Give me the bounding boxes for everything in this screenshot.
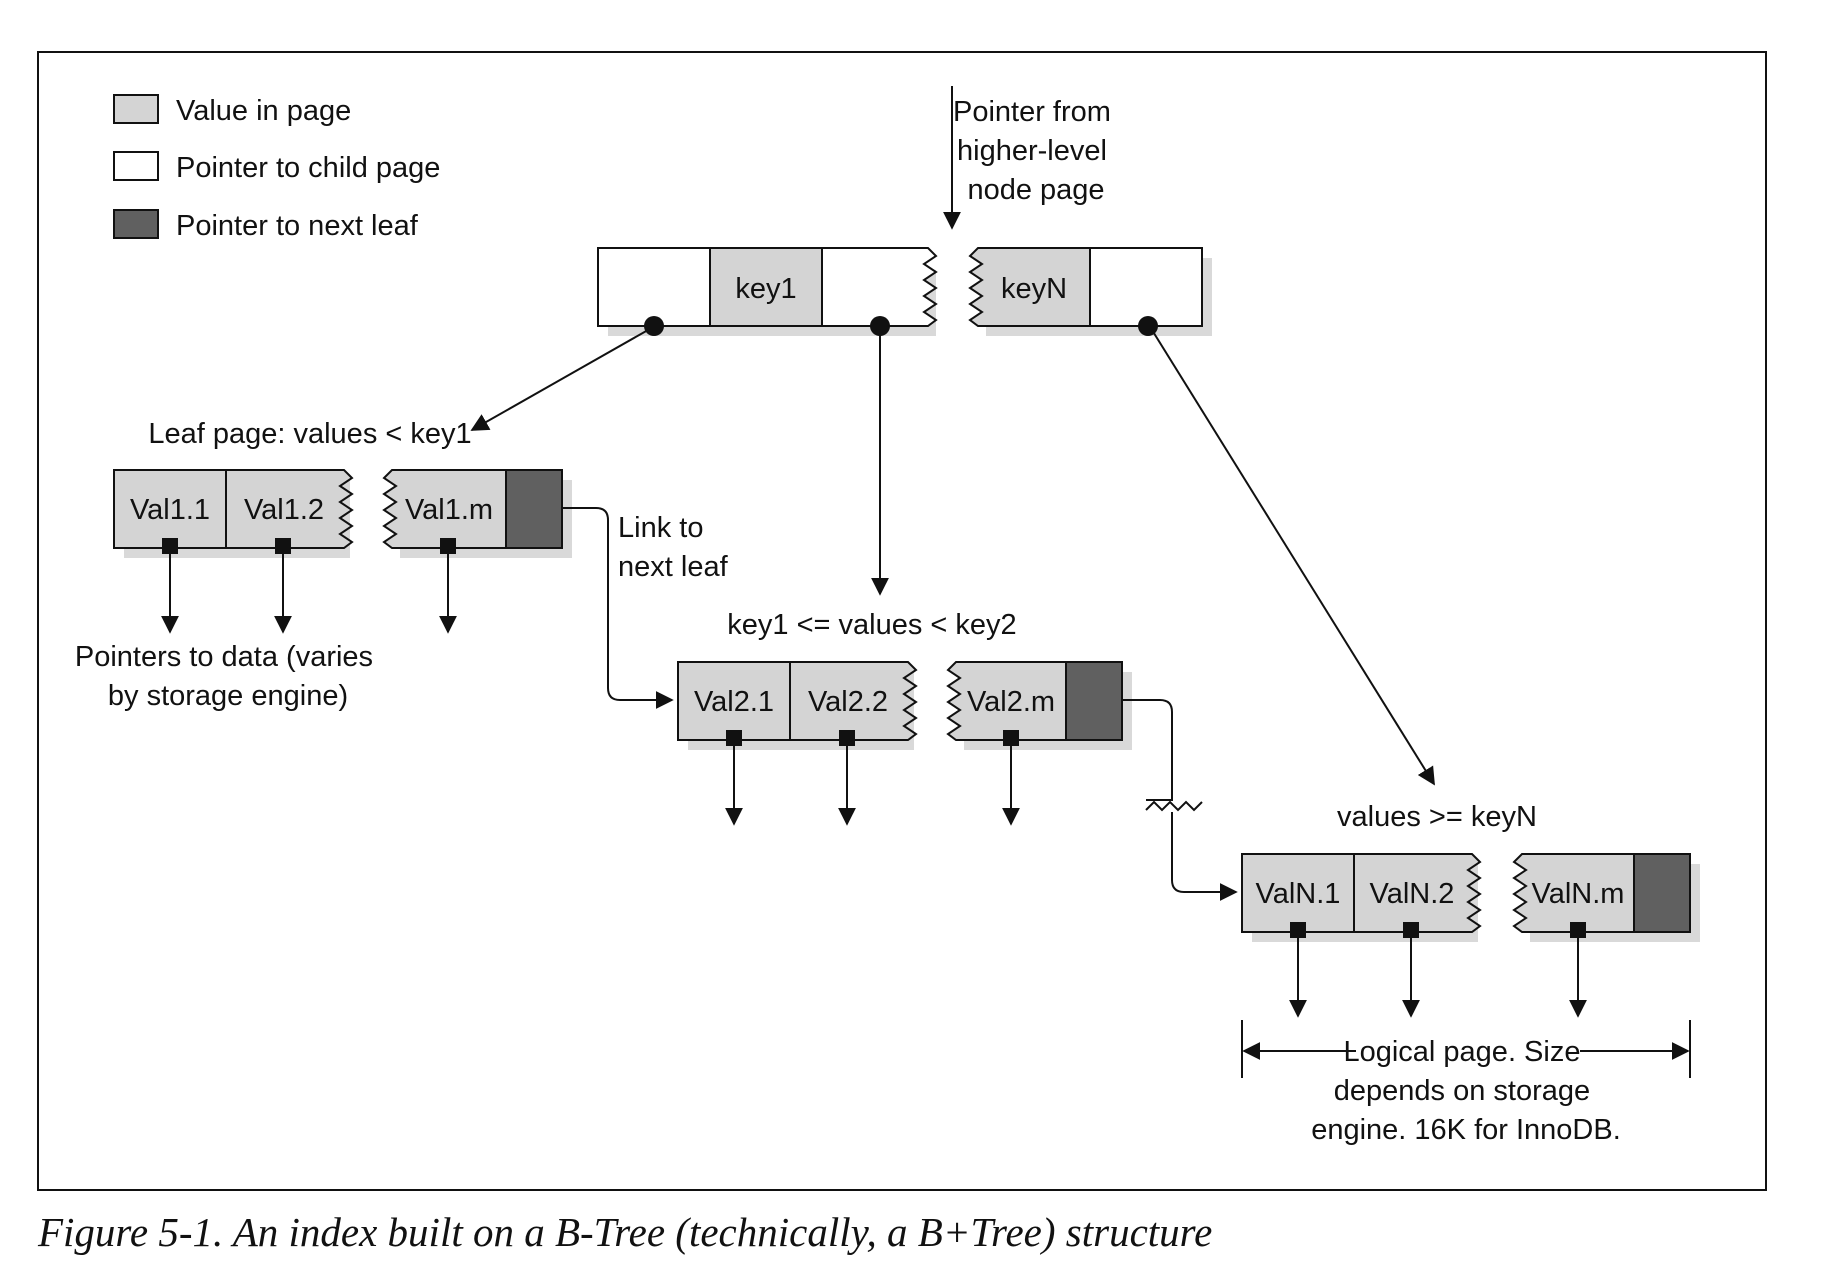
root-pointer-cell-1 [597, 247, 711, 327]
leafN-val-2: ValN.2 [1370, 878, 1455, 910]
leaf1-data-pointer-m [440, 538, 456, 554]
figure-caption: Figure 5-1. An index built on a B-Tree (… [38, 1209, 1213, 1255]
link-break-mask [1140, 790, 1160, 798]
leafN-data-pointer-2 [1403, 922, 1419, 938]
arrow-to-leaf1 [470, 329, 649, 431]
leafN-val-m: ValN.m [1532, 878, 1625, 910]
leaf1-data-pointer-2 [275, 538, 291, 554]
root-key1-label: key1 [735, 273, 796, 305]
leaf1-right: Val1.m [382, 469, 572, 558]
leaf2-data-pointer-2 [839, 730, 855, 746]
leaf2-val-2: Val2.2 [808, 686, 888, 718]
root-node-right: keyN [968, 247, 1212, 336]
leafN-cell-2 [1353, 853, 1482, 933]
leaf1-cell-m [382, 469, 507, 549]
leaf2-to-leafN-link [1122, 699, 1236, 892]
root-keyN-label: keyN [1001, 273, 1067, 305]
legend-label-pointer-child: Pointer to child page [176, 152, 440, 184]
legend-swatch-value [113, 94, 159, 124]
legend-swatch-next-leaf [113, 209, 159, 239]
root-pointer-dot-1 [644, 316, 664, 336]
leaf1-left: Val1.1 Val1.2 [113, 469, 354, 558]
leaf2-cell-2 [789, 661, 918, 741]
leaf1-cell-2 [225, 469, 354, 549]
leafN-left: ValN.1 ValN.2 [1241, 853, 1482, 942]
leaf2-title: key1 <= values < key2 [727, 609, 1016, 641]
leaf2-data-pointer-m [1003, 730, 1019, 746]
leaf1-to-leaf2-link [562, 507, 674, 709]
leafN-data-pointer-1 [1290, 922, 1306, 938]
root-pointer-cell-2 [821, 247, 938, 327]
leaf2-cell-m [946, 661, 1067, 741]
root-keyN-cell [968, 247, 1091, 327]
leaf1-cell-1 [113, 469, 227, 549]
leafN-cell-m [1512, 853, 1635, 933]
leaf2-cell-1 [677, 661, 791, 741]
root-pointer-dot-2 [870, 316, 890, 336]
leaf2-data-pointer-1 [726, 730, 742, 746]
leafN-next-pointer-cell [1633, 853, 1691, 933]
figure-frame [37, 51, 1767, 1191]
legend-swatch-pointer-child [113, 151, 159, 181]
leaf2-val-1: Val2.1 [694, 686, 774, 718]
leafN-right: ValN.m [1512, 853, 1700, 942]
leaf2-next-pointer-cell [1065, 661, 1123, 741]
leafN-data-pointer-m [1570, 922, 1586, 938]
arrow-to-leafN [1151, 329, 1435, 786]
higher-level-pointer-label: Pointer from higher-level node page [953, 96, 1119, 206]
root-key1-cell [709, 247, 823, 327]
leaf2-left: Val2.1 Val2.2 [677, 661, 918, 750]
root-pointer-cell-3 [1089, 247, 1203, 327]
leaf1-val-m: Val1.m [405, 494, 493, 526]
legend-label-next-leaf: Pointer to next leaf [176, 210, 419, 242]
data-pointers-label: Pointers to data (varies by storage engi… [75, 641, 381, 712]
link-next-leaf-label: Link to next leaf [618, 512, 729, 583]
leafN-title: values >= keyN [1337, 801, 1537, 833]
legend-label-value: Value in page [176, 95, 351, 127]
leaf1-val-2: Val1.2 [244, 494, 324, 526]
leaf1-title: Leaf page: values < key1 [148, 418, 471, 450]
leaf1-next-pointer-cell [505, 469, 563, 549]
leaf1-val-1: Val1.1 [130, 494, 210, 526]
leaf2-val-m: Val2.m [967, 686, 1055, 718]
leafN-val-1: ValN.1 [1256, 878, 1341, 910]
leaf1-data-pointer-1 [162, 538, 178, 554]
logical-page-size-label: Logical page. Size depends on storage en… [1311, 1036, 1621, 1146]
leaf2-right: Val2.m [946, 661, 1132, 750]
